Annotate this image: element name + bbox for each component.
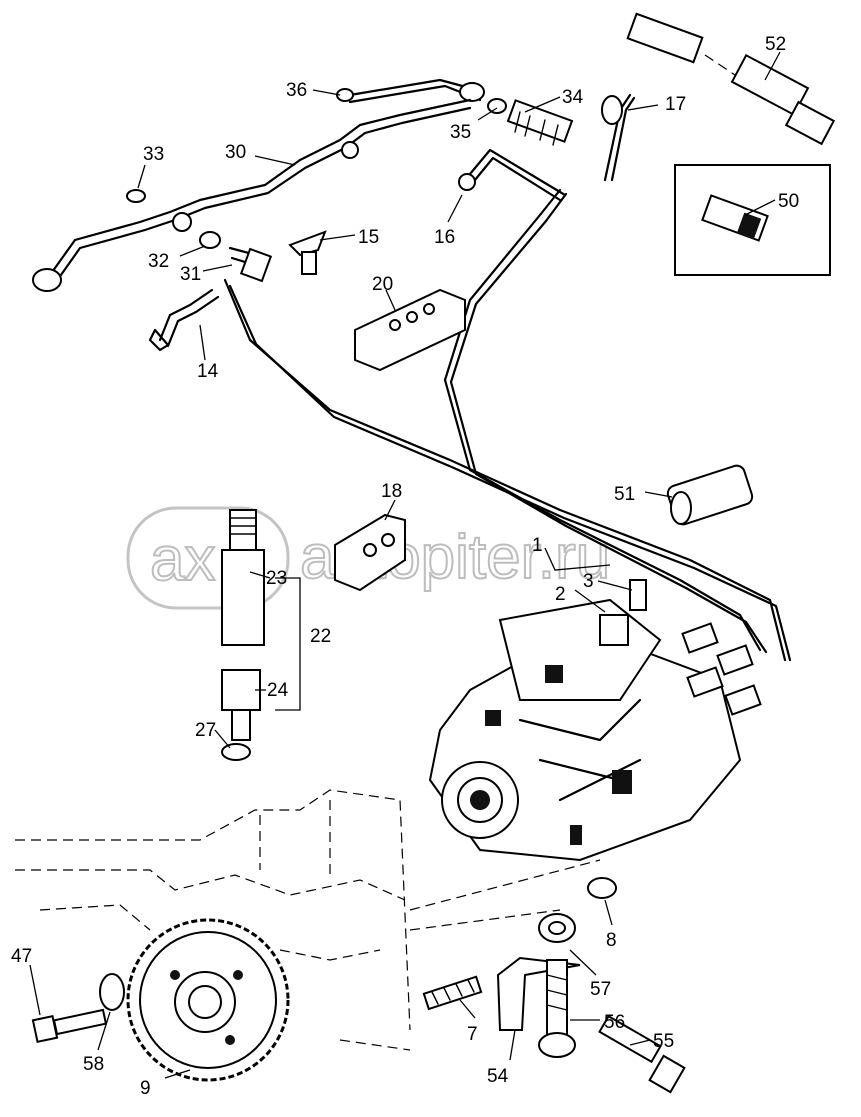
leader-lines: [29, 51, 781, 1079]
nut-57: [538, 913, 576, 943]
injection-pipes: [32, 78, 792, 662]
fitting-15: [288, 230, 327, 275]
label-24: 24: [267, 680, 289, 701]
union-34: [506, 99, 574, 146]
watermark-logo-text: ax: [150, 525, 215, 594]
bolt-55: [598, 1014, 686, 1094]
label-54: 54: [487, 1066, 509, 1087]
washer-35: [487, 98, 507, 114]
bolt-56: [538, 959, 576, 1058]
label-50: 50: [778, 191, 799, 212]
label-14: 14: [197, 361, 219, 382]
label-57: 57: [590, 979, 611, 1000]
label-58: 58: [83, 1054, 104, 1075]
label-15: 15: [358, 227, 379, 248]
label-9: 9: [140, 1078, 151, 1099]
label-27: 27: [195, 720, 216, 741]
label-17: 17: [665, 94, 686, 115]
clamp-20: [354, 288, 466, 372]
small-parts-top: [126, 12, 836, 592]
label-18: 18: [381, 481, 402, 502]
bottom-small-parts: [31, 913, 686, 1094]
label-8: 8: [606, 930, 617, 951]
timing-gear-9: [126, 918, 290, 1082]
bracket-54: [496, 956, 581, 1031]
cap-51: [666, 464, 754, 526]
clamp-18: [334, 513, 406, 592]
watermark-logo-frame: [126, 506, 290, 610]
stud-7: [422, 975, 483, 1011]
label-3: 3: [583, 571, 594, 592]
label-56: 56: [604, 1012, 625, 1033]
label-55: 55: [653, 1031, 674, 1052]
connector-52: [626, 12, 836, 146]
bolt-31: [228, 246, 273, 283]
label-35: 35: [450, 122, 471, 143]
label-33: 33: [143, 144, 164, 165]
part-number-labels: 36 33 30 32 31 15 34 35 17 16 52 50 20 1…: [11, 34, 799, 1099]
inset-box-50: [674, 164, 831, 276]
injection-pump: [428, 579, 762, 899]
washer-8: [587, 877, 617, 899]
label-51: 51: [614, 484, 635, 505]
label-2: 2: [555, 584, 566, 605]
bolt-47: [31, 1008, 108, 1044]
label-22: 22: [310, 626, 331, 647]
washer-33: [126, 189, 146, 203]
washer-58: [99, 973, 125, 1011]
label-31: 31: [180, 264, 201, 285]
label-20: 20: [372, 274, 393, 295]
engine-block-outline: [15, 789, 601, 1051]
label-34: 34: [562, 87, 584, 108]
label-16: 16: [434, 227, 455, 248]
label-52: 52: [765, 34, 786, 55]
label-30: 30: [225, 142, 246, 163]
label-36: 36: [286, 80, 307, 101]
label-32: 32: [148, 251, 169, 272]
label-7: 7: [467, 1024, 478, 1045]
label-23: 23: [266, 568, 287, 589]
label-1: 1: [532, 535, 543, 556]
label-47: 47: [11, 946, 32, 967]
washer-32: [199, 231, 221, 249]
